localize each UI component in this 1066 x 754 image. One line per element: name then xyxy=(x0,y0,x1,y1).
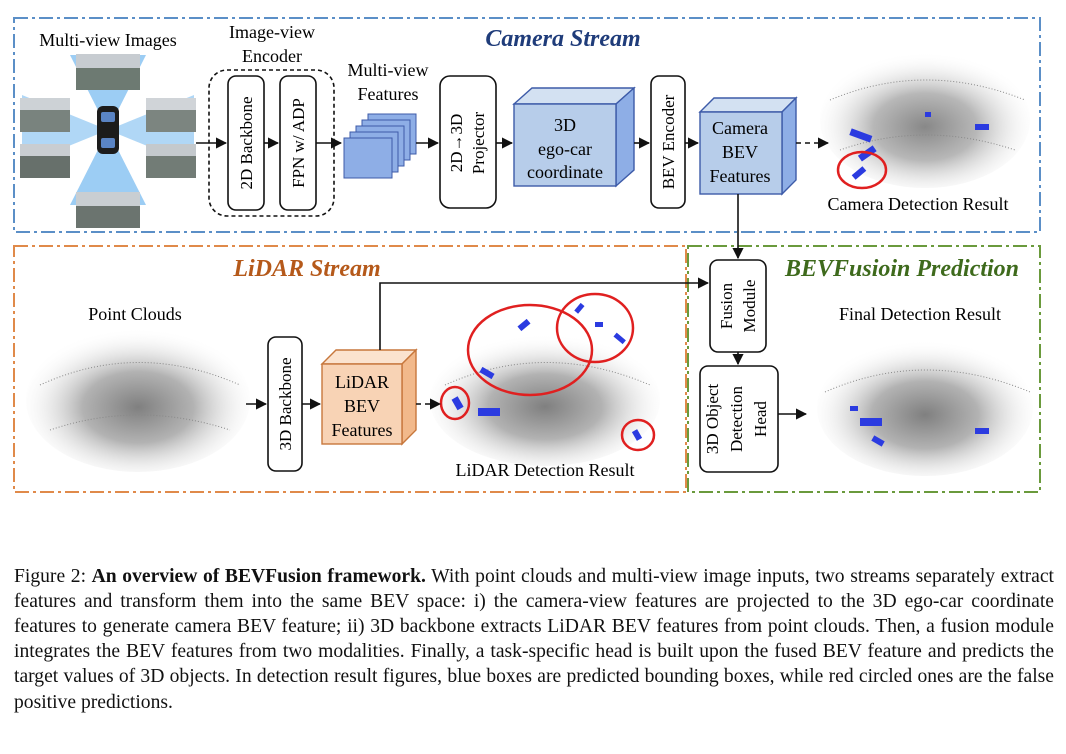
fusion-arrows xyxy=(732,352,808,420)
point-clouds-label: Point Clouds xyxy=(88,304,182,324)
camera-detection-pointcloud xyxy=(820,52,1030,190)
fusion-module-label-2: Module xyxy=(740,280,759,333)
multiview-features-stack xyxy=(343,113,417,179)
lidar-bev-label-3: Features xyxy=(332,420,393,440)
bev-encoder-label: BEV Encoder xyxy=(659,94,678,189)
detection-head-label-2: Detection xyxy=(727,385,746,452)
fpn-adp-label: FPN w/ ADP xyxy=(289,98,308,188)
bev-encoder-box xyxy=(650,75,686,209)
lidar-bev-cube xyxy=(320,348,418,446)
camera-bev-cube xyxy=(698,96,798,196)
bevfusion-diagram: Camera Stream LiDAR Stream BEVFusioin Pr… xyxy=(13,17,1041,493)
projector-label-2: Projector xyxy=(469,112,488,175)
detection-head-label-1: 3D Object xyxy=(703,384,722,455)
ego-car-label-1: 3D xyxy=(554,115,576,135)
lidar-arrows xyxy=(246,277,710,410)
camera-detection-label: Camera Detection Result xyxy=(828,194,1009,214)
ego-car-label-3: coordinate xyxy=(527,162,603,182)
caption-title: An overview of BEVFusion framework. xyxy=(91,565,426,587)
ego-car-label-2: ego-car xyxy=(538,139,592,159)
fusion-module-label-1: Fusion xyxy=(717,282,736,329)
camera-bev-label-3: Features xyxy=(710,166,771,186)
image-view-encoder-label-1: Image-view xyxy=(229,22,315,42)
figure-caption: Figure 2: An overview of BEVFusion frame… xyxy=(14,564,1054,715)
final-detection-label: Final Detection Result xyxy=(839,304,1001,324)
camera-arrows xyxy=(196,137,830,260)
camera-stream-frame xyxy=(13,17,1041,233)
image-view-encoder-label-2: Encoder xyxy=(242,46,302,66)
fusion-frame xyxy=(687,245,1041,493)
fusion-title: BEVFusioin Prediction xyxy=(784,256,1019,282)
multiview-images-graphic xyxy=(20,54,196,228)
multiview-features-label-1: Multi-view xyxy=(348,60,429,80)
lidar-stream-frame xyxy=(13,245,687,493)
detection-head-box xyxy=(699,365,779,473)
lidar-stream-title: LiDAR Stream xyxy=(232,256,380,282)
final-detection-pointcloud xyxy=(817,340,1033,476)
lidar-detection-label: LiDAR Detection Result xyxy=(456,460,635,480)
backbone-2d-label: 2D Backbone xyxy=(237,96,256,189)
point-clouds-graphic xyxy=(26,328,250,472)
camera-bev-label-2: BEV xyxy=(722,142,758,162)
camera-bev-label-1: Camera xyxy=(712,118,768,138)
camera-stream-title: Camera Stream xyxy=(485,26,640,52)
multiview-images-label: Multi-view Images xyxy=(39,30,176,50)
projector-box xyxy=(439,75,497,209)
caption-body: With point clouds and multi-view image i… xyxy=(14,565,1054,713)
ego-car-cube xyxy=(512,86,636,188)
lidar-bev-label-1: LiDAR xyxy=(335,372,389,392)
detection-head-label-3: Head xyxy=(751,401,770,437)
backbone-3d-label: 3D Backbone xyxy=(276,357,295,450)
projector-label-1: 2D→3D xyxy=(447,114,466,173)
lidar-bev-label-2: BEV xyxy=(344,396,380,416)
caption-label: Figure 2: xyxy=(14,565,92,587)
lidar-detection-pointcloud xyxy=(430,292,660,466)
multiview-features-label-2: Features xyxy=(358,84,419,104)
